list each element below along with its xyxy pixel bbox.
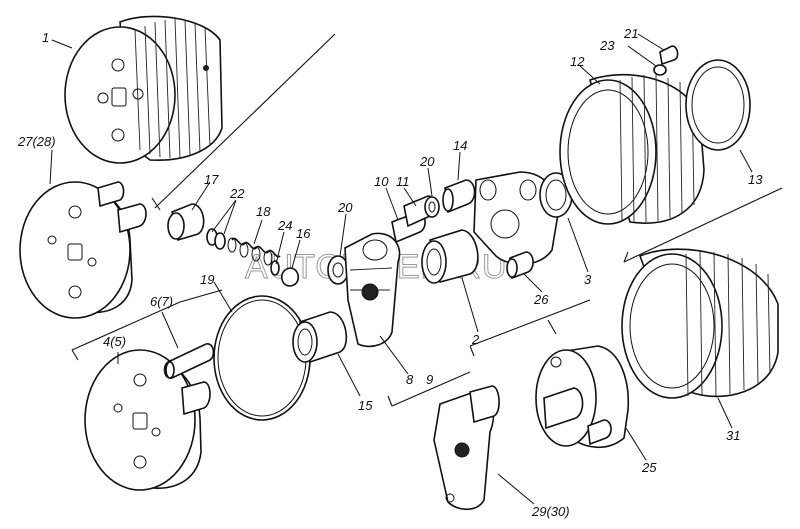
part-25-carrier <box>535 345 630 449</box>
part-17-sleeve <box>167 203 205 242</box>
label-part-11: 11 <box>396 174 410 189</box>
label-part-12: 12 <box>570 54 585 69</box>
part-6-pin <box>163 343 215 379</box>
label-part-4: 4(5) <box>103 334 126 349</box>
label-part-22: 22 <box>229 186 245 201</box>
label-part-2: 2 <box>471 332 480 347</box>
part-22-washers <box>206 228 226 250</box>
part-29-gear <box>433 385 500 511</box>
part-15-sleeve <box>292 311 348 364</box>
label-part-1: 1 <box>42 30 49 45</box>
label-part-19: 19 <box>200 272 214 287</box>
part-20b-washer <box>424 196 440 218</box>
part-24-washer <box>270 260 280 276</box>
part-21-bolt <box>659 45 679 66</box>
part-13-ring <box>685 59 751 151</box>
leader-lines <box>49 33 753 505</box>
part-23-washer <box>653 64 667 76</box>
label-part-10: 10 <box>374 174 389 189</box>
part-14-pin <box>442 179 476 214</box>
part-carrier-block <box>473 171 559 266</box>
part-26-pin <box>506 251 534 280</box>
label-part-25: 25 <box>641 460 657 475</box>
label-part-18: 18 <box>256 204 271 219</box>
part-12-ring-gear <box>559 73 705 225</box>
label-part-24: 24 <box>277 218 292 233</box>
label-part-8: 8 <box>406 372 414 387</box>
part-18-spring <box>227 237 281 266</box>
part-4-flange <box>84 349 211 491</box>
label-part-23: 23 <box>599 38 615 53</box>
label-part-21: 21 <box>623 26 638 41</box>
part-16-clip <box>280 267 300 287</box>
label-part-15: 15 <box>358 398 373 413</box>
label-part-16: 16 <box>296 226 311 241</box>
label-part-3: 3 <box>584 272 592 287</box>
label-part-27: 27(28) <box>17 134 56 149</box>
label-part-26: 26 <box>533 292 549 307</box>
assembly-brackets <box>71 33 783 407</box>
part-2-sleeve <box>421 229 479 284</box>
label-part-13: 13 <box>748 172 763 187</box>
part-labels: 1 27(28) 4(5) 6(7) 17 22 18 24 16 20 19 … <box>17 26 763 519</box>
label-part-31: 31 <box>726 428 740 443</box>
label-part-20b: 20 <box>419 154 435 169</box>
part-31-ring-gear <box>621 248 779 399</box>
label-part-20a: 20 <box>337 200 353 215</box>
part-8-gear <box>344 232 401 348</box>
part-1-housing <box>64 15 223 164</box>
label-part-14: 14 <box>453 138 467 153</box>
label-part-9: 9 <box>426 372 433 387</box>
part-27-flange <box>19 181 147 319</box>
part-19-ring <box>213 295 311 421</box>
label-part-29: 29(30) <box>531 504 570 519</box>
label-part-6: 6(7) <box>150 294 173 309</box>
label-part-17: 17 <box>204 172 219 187</box>
